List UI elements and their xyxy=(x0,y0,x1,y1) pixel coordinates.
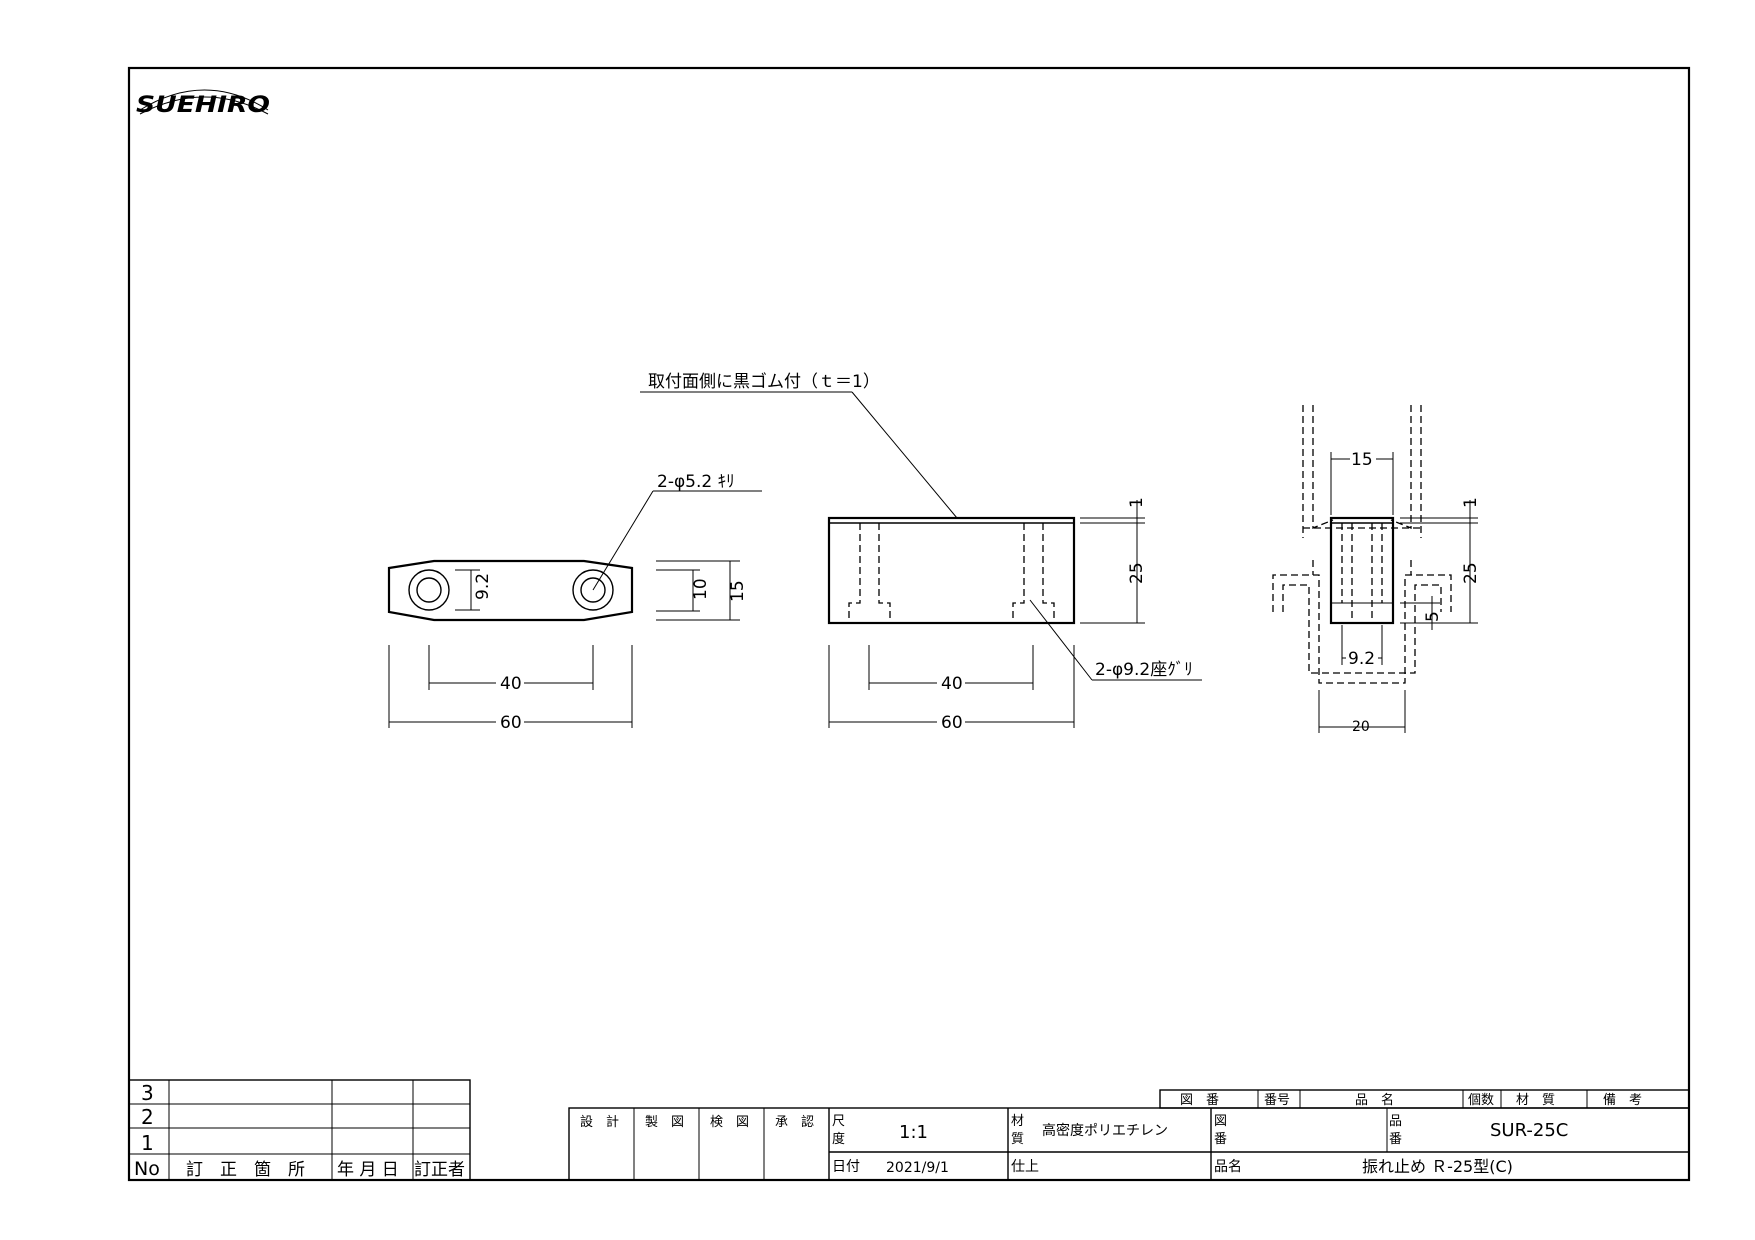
revision-row-1: 1 xyxy=(141,1131,154,1155)
counterbore-note: 2-φ9.2座ｸﾞﾘ xyxy=(1095,660,1193,680)
top-view-outline xyxy=(387,559,634,622)
hole-left-outer xyxy=(408,569,450,611)
drawing-no-label-1: 図 xyxy=(1214,1114,1227,1129)
dim-side-hole: 9.2 xyxy=(1348,649,1375,669)
parts-header-material: 材 質 xyxy=(1516,1093,1555,1108)
scale-label-2: 度 xyxy=(832,1131,845,1147)
dim-rubber-thickness: 1 xyxy=(1127,497,1147,508)
name-label: 品名 xyxy=(1214,1159,1242,1175)
parts-header-name: 品 名 xyxy=(1355,1092,1394,1108)
side-view: 15 1 25 5 9.2 20 xyxy=(1272,405,1481,735)
side-view-body xyxy=(1329,516,1395,625)
material-label-1: 材 xyxy=(1011,1114,1024,1129)
drawing-no-label-2: 番 xyxy=(1214,1132,1227,1147)
dim-side-rubber: 1 xyxy=(1461,497,1481,508)
hole-left-inner xyxy=(416,577,442,603)
revision-row-3: 3 xyxy=(141,1081,154,1105)
dim-front-width: 60 xyxy=(941,713,963,733)
title-block: 図 番 番号 品 名 個数 材 質 備 考 設 計 製 図 検 図 承 認 尺 … xyxy=(568,1089,1690,1181)
role-approval: 承 認 xyxy=(775,1114,814,1130)
top-view: 2-φ5.2 ｷﾘ 9.2 10 15 40 60 xyxy=(387,472,762,733)
dim-total-width: 60 xyxy=(500,713,522,733)
scale-label-1: 尺 xyxy=(832,1114,845,1129)
rubber-note: 取付面側に黒ゴム付（ｔ＝1） xyxy=(648,371,880,392)
dim-hole-dia: 9.2 xyxy=(473,573,493,600)
part-no-label-2: 番 xyxy=(1389,1132,1402,1147)
revision-header-location: 訂 正 箇 所 xyxy=(186,1160,305,1180)
hole-note: 2-φ5.2 ｷﾘ xyxy=(657,472,735,492)
parts-header-number: 番号 xyxy=(1264,1093,1290,1108)
hole-right-outer xyxy=(572,569,614,611)
role-drafting: 製 図 xyxy=(645,1115,684,1130)
revision-row-2: 2 xyxy=(141,1105,154,1129)
material-value: 高密度ポリエチレン xyxy=(1042,1122,1168,1139)
date-value: 2021/9/1 xyxy=(886,1160,949,1176)
finish-label: 仕上 xyxy=(1011,1159,1039,1175)
dim-side-top-width: 15 xyxy=(1351,450,1373,470)
role-check: 検 図 xyxy=(710,1115,749,1130)
dim-cbore-pitch: 40 xyxy=(941,674,963,694)
dim-outer-width: 15 xyxy=(728,580,748,602)
parts-header-qty: 個数 xyxy=(1468,1093,1494,1108)
front-view: 取付面側に黒ゴム付（ｔ＝1） 2-φ9.2座ｸﾞﾘ 1 25 40 60 xyxy=(640,371,1202,733)
name-value: 振れ止め Ｒ-25型(C) xyxy=(1362,1157,1513,1176)
revision-header-date: 年 月 日 xyxy=(337,1160,399,1180)
hole-right-inner xyxy=(580,577,606,603)
dim-height: 25 xyxy=(1127,562,1147,584)
scale-value: 1:1 xyxy=(899,1122,928,1143)
revision-header-by: 訂正者 xyxy=(414,1160,465,1180)
parts-header-drawing-no: 図 番 xyxy=(1180,1093,1219,1108)
material-label-2: 質 xyxy=(1011,1132,1024,1147)
revision-header-no: No xyxy=(134,1158,160,1180)
dim-inner-width: 10 xyxy=(691,578,711,600)
date-label: 日付 xyxy=(832,1159,860,1175)
dim-cbore-depth: 5 xyxy=(1423,611,1443,622)
part-no-value: SUR-25C xyxy=(1490,1120,1568,1141)
dim-side-bottom-width: 20 xyxy=(1352,719,1370,735)
front-view-body xyxy=(827,516,1076,625)
part-no-label-1: 品 xyxy=(1389,1114,1402,1129)
logo-text: SUEHIRO xyxy=(136,93,270,118)
parts-header-remarks: 備 考 xyxy=(1603,1092,1642,1108)
hole-note-leader xyxy=(592,490,654,591)
revision-table: 3 2 1 No 訂 正 箇 所 年 月 日 訂正者 xyxy=(128,1079,471,1181)
dim-hole-pitch: 40 xyxy=(500,674,522,694)
role-design: 設 計 xyxy=(580,1114,619,1130)
dim-side-height: 25 xyxy=(1461,562,1481,584)
suehiro-logo: SUEHIRO xyxy=(136,89,270,118)
